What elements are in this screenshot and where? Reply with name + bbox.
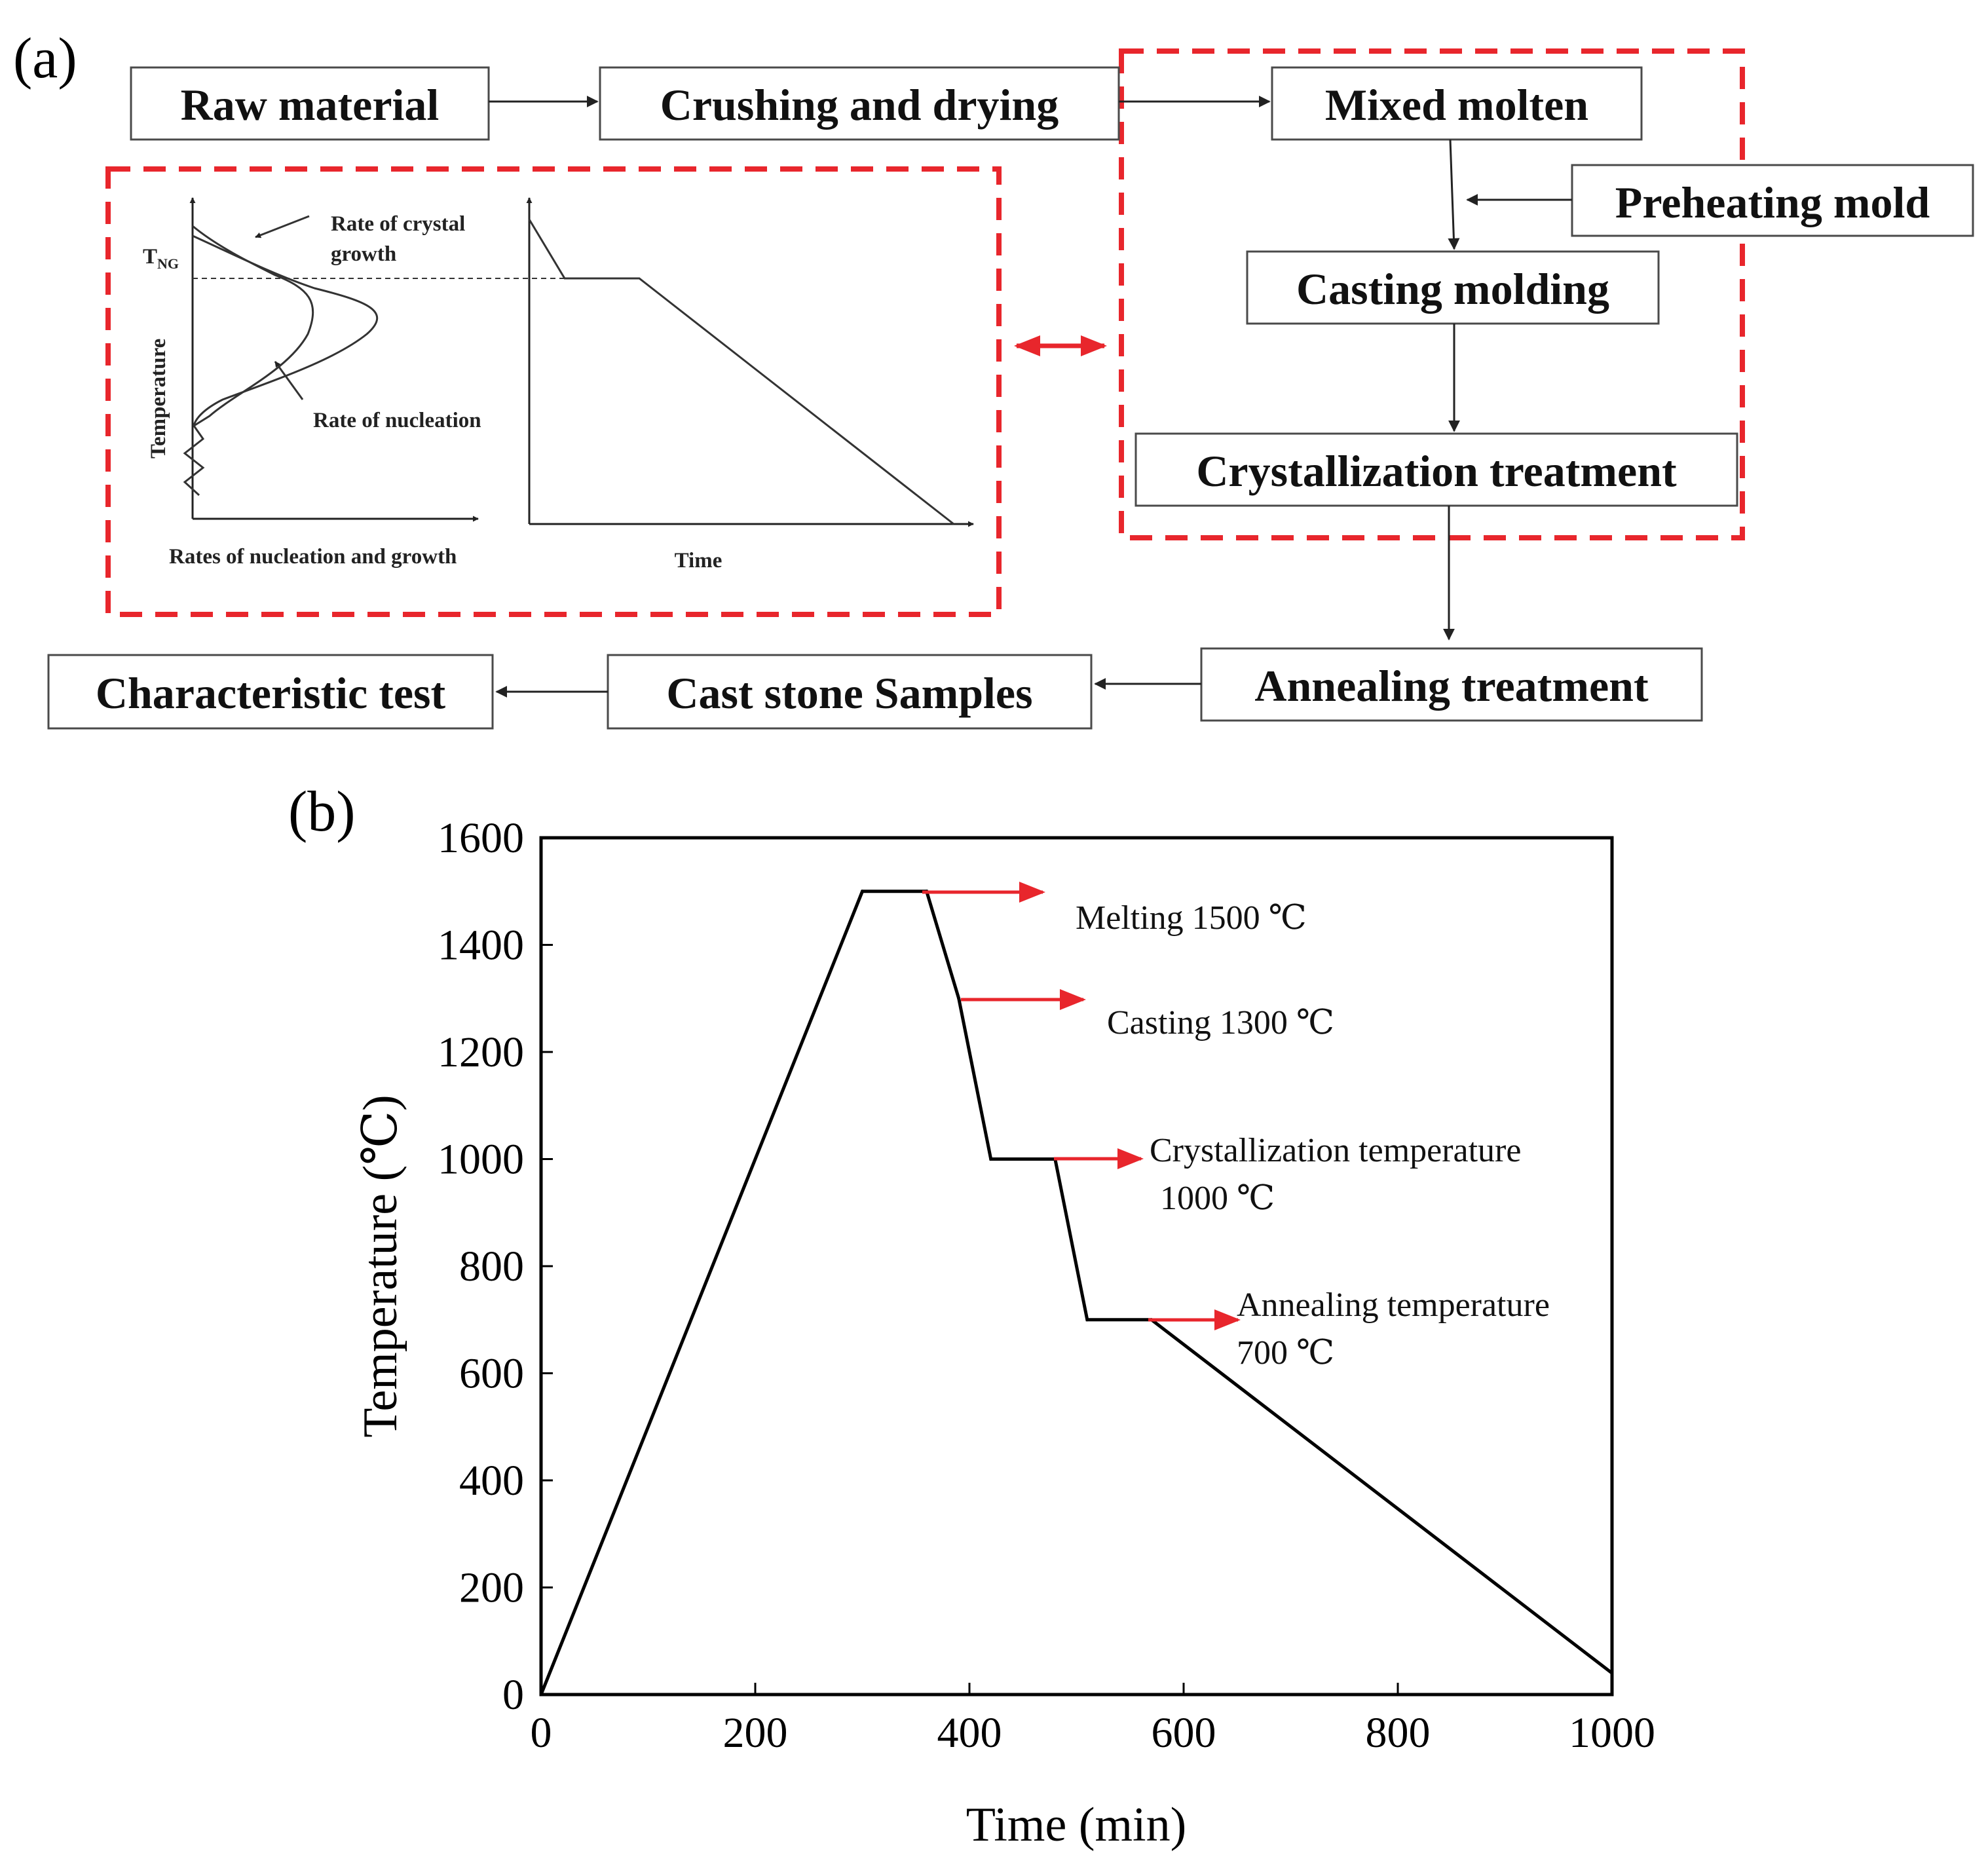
y-tick-label: 800 [459, 1243, 524, 1290]
tng-main: T [143, 245, 157, 269]
annealing-annotation-line1: Annealing temperature [1237, 1286, 1550, 1324]
casting-molding-box: Casting molding [1246, 250, 1660, 325]
tng-sub: NG [157, 255, 179, 272]
data-point [539, 1693, 543, 1697]
characteristic-test-label: Characteristic test [96, 668, 446, 718]
growth-rate-curve [192, 225, 314, 427]
nucleation-label: Rate of nucleation [313, 409, 481, 432]
cast-stone-samples-box: Cast stone Samples [607, 654, 1093, 730]
nucleation-rate-curve [192, 234, 379, 426]
raw-material-label: Raw material [181, 80, 440, 130]
highlight-inset-region [105, 166, 1002, 617]
inset-temperature-label: Temperature [147, 339, 170, 459]
casting-annotation: Casting 1300 ℃ [1107, 1004, 1334, 1041]
nucleation-pointer-arrow [274, 361, 304, 400]
y-tick-label: 1600 [438, 814, 524, 862]
y-tick-label: 1400 [438, 922, 524, 969]
x-tick-label: 200 [723, 1709, 788, 1757]
inset-cooling-profile [528, 219, 954, 525]
y-tick-label: 600 [459, 1350, 524, 1398]
highlight-process-region [1119, 48, 1745, 540]
panel-a: (a) Raw material Crushing and drying Mix… [13, 27, 1974, 730]
raw-material-box: Raw material [130, 66, 490, 141]
temperature-time-chart: 0 200 400 600 800 1000 0 200 400 600 800 1000 1200 1… [354, 814, 1655, 1852]
annealing-annotation-line2: 700 ℃ [1237, 1334, 1334, 1372]
x-tick-label: 0 [531, 1709, 552, 1757]
data-point [1085, 1318, 1089, 1322]
crushing-drying-box: Crushing and drying [599, 66, 1120, 141]
cast-stone-samples-label: Cast stone Samples [666, 668, 1032, 718]
growth-label-line1: Rate of crystal [331, 212, 465, 236]
inset-right-x-label: Time [675, 549, 722, 572]
melting-annotation: Melting 1500 ℃ [1076, 899, 1307, 937]
panel-b-label: (b) [288, 780, 356, 844]
crystallization-annotation-line1: Crystallization temperature [1150, 1132, 1521, 1169]
y-tick-label: 1200 [438, 1028, 524, 1076]
y-axis-label: Temperature (℃) [354, 1095, 407, 1437]
y-tick-label: 0 [502, 1671, 524, 1719]
crushing-drying-label: Crushing and drying [660, 80, 1059, 130]
y-tick-label: 200 [459, 1564, 524, 1612]
y-ticks: 0 200 400 600 800 1000 1200 1400 1600 [438, 814, 553, 1719]
panel-b: (b) 0 200 400 600 800 1000 0 200 400 600 800 1000 1… [288, 780, 1655, 1852]
x-tick-label: 600 [1152, 1709, 1216, 1757]
y-tick-label: 400 [459, 1457, 524, 1505]
annealing-treatment-label: Annealing treatment [1254, 661, 1649, 711]
preheating-mold-box: Preheating mold [1571, 164, 1974, 237]
x-tick-label: 1000 [1569, 1709, 1655, 1757]
axis-break-zigzag [183, 425, 205, 497]
mixed-molten-label: Mixed molten [1325, 80, 1588, 130]
x-tick-label: 400 [937, 1709, 1002, 1757]
x-tick-label: 800 [1366, 1709, 1431, 1757]
data-point [861, 890, 864, 893]
crystallization-treatment-label: Crystallization treatment [1196, 446, 1677, 496]
mixed-molten-box: Mixed molten [1271, 66, 1643, 141]
data-point [989, 1157, 993, 1161]
arrow-mixed-to-casting [1448, 139, 1460, 250]
growth-label-line2: growth [331, 242, 396, 266]
casting-molding-label: Casting molding [1296, 264, 1609, 314]
x-ticks: 0 200 400 600 800 1000 [531, 1683, 1655, 1757]
panel-a-label: (a) [13, 27, 77, 90]
inset-left-x-label: Rates of nucleation and growth [169, 545, 457, 569]
data-point [1610, 1671, 1614, 1675]
characteristic-test-box: Characteristic test [47, 654, 494, 730]
tng-label: TNG [143, 245, 179, 272]
crystallization-annotation-line2: 1000 ℃ [1160, 1180, 1275, 1217]
x-axis-label: Time (min) [966, 1798, 1186, 1852]
inset-sketch: Rate of crystal growth TNG Temperature R… [143, 197, 974, 572]
y-tick-label: 1000 [438, 1136, 524, 1184]
growth-pointer-arrow [255, 215, 310, 238]
crystallization-treatment-box: Crystallization treatment [1135, 432, 1738, 507]
annealing-treatment-box: Annealing treatment [1200, 647, 1703, 722]
data-point [957, 996, 961, 1000]
preheating-mold-label: Preheating mold [1615, 178, 1930, 227]
